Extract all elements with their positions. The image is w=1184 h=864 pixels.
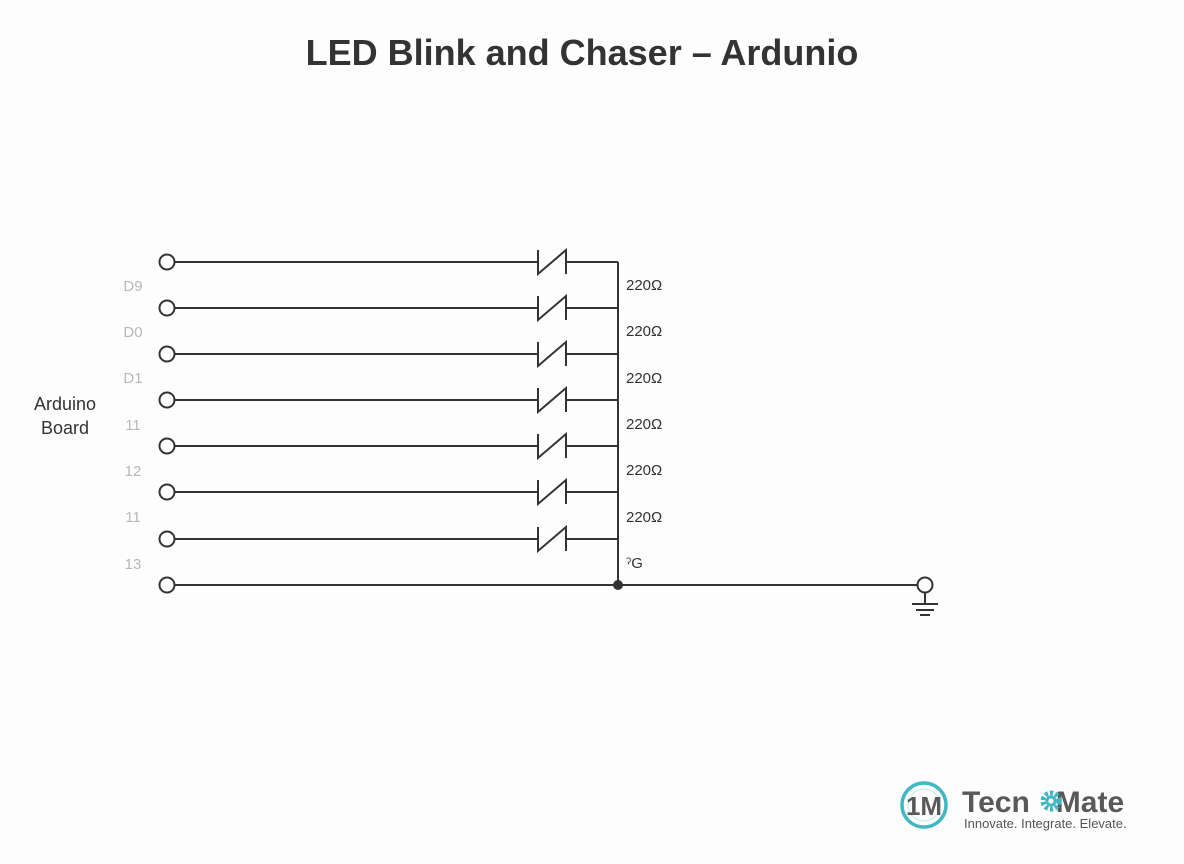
board-label-line1: Arduino <box>34 394 96 414</box>
tecnomate-logo: 1M Tecn Mate Innovate. Integrate. Elevate… <box>900 781 1127 831</box>
resistor-value-label: 220Ω <box>626 509 662 526</box>
logo-name-part1: Tecn <box>962 786 1030 819</box>
pin-label: D9 <box>123 278 142 295</box>
resistor-icon <box>537 431 567 461</box>
terminal-icon <box>158 345 176 363</box>
terminal-icon <box>158 299 176 317</box>
resistor-icon <box>537 247 567 277</box>
signal-line <box>158 524 618 554</box>
terminal-icon <box>158 483 176 501</box>
terminal-icon <box>916 576 934 594</box>
ground-icon <box>912 593 938 616</box>
pin-label: D0 <box>123 324 142 341</box>
gear-icon <box>1040 790 1062 812</box>
resistor-value-label: 220Ω <box>626 370 662 387</box>
terminal-icon <box>158 530 176 548</box>
pin-label: 11 <box>125 417 141 434</box>
terminal-icon <box>158 576 176 594</box>
signal-line <box>158 247 618 277</box>
signal-line <box>158 293 618 323</box>
terminal-icon <box>158 437 176 455</box>
terminal-icon <box>158 391 176 409</box>
signal-line <box>158 385 618 415</box>
logo-tagline: Innovate. Integrate. Elevate. <box>964 816 1127 831</box>
resistor-icon <box>537 339 567 369</box>
logo-mark-ring <box>900 781 948 829</box>
pin-label: 13 <box>125 556 142 573</box>
resistor-icon <box>537 524 567 554</box>
junction-dot <box>613 580 623 590</box>
resistor-value-label: 220Ω <box>626 416 662 433</box>
terminal-icon <box>158 253 176 271</box>
signal-line <box>158 477 618 507</box>
resistor-icon <box>537 293 567 323</box>
signal-line <box>158 339 618 369</box>
logo-name: Tecn Mate <box>962 786 1124 819</box>
page-title: LED Blink and Chaser – Ardunio <box>305 32 859 73</box>
resistor-icon <box>537 385 567 415</box>
resistor-value-label: 220Ω <box>626 277 662 294</box>
resistor-icon <box>537 477 567 507</box>
ground-line <box>158 576 938 616</box>
signal-line <box>158 431 618 461</box>
logo-mark-text: 1M <box>906 791 942 821</box>
resistor-value-label: 220Ω <box>626 323 662 340</box>
board-label-line2: Board <box>41 418 89 438</box>
logo-name-part2: Mate <box>1056 786 1124 819</box>
resistor-value-label: 220Ω <box>626 462 662 479</box>
ground-node-label: ˀG <box>626 555 643 572</box>
pin-label: D1 <box>123 370 142 387</box>
pin-label: 11 <box>125 509 141 526</box>
pin-label: 12 <box>125 463 142 480</box>
